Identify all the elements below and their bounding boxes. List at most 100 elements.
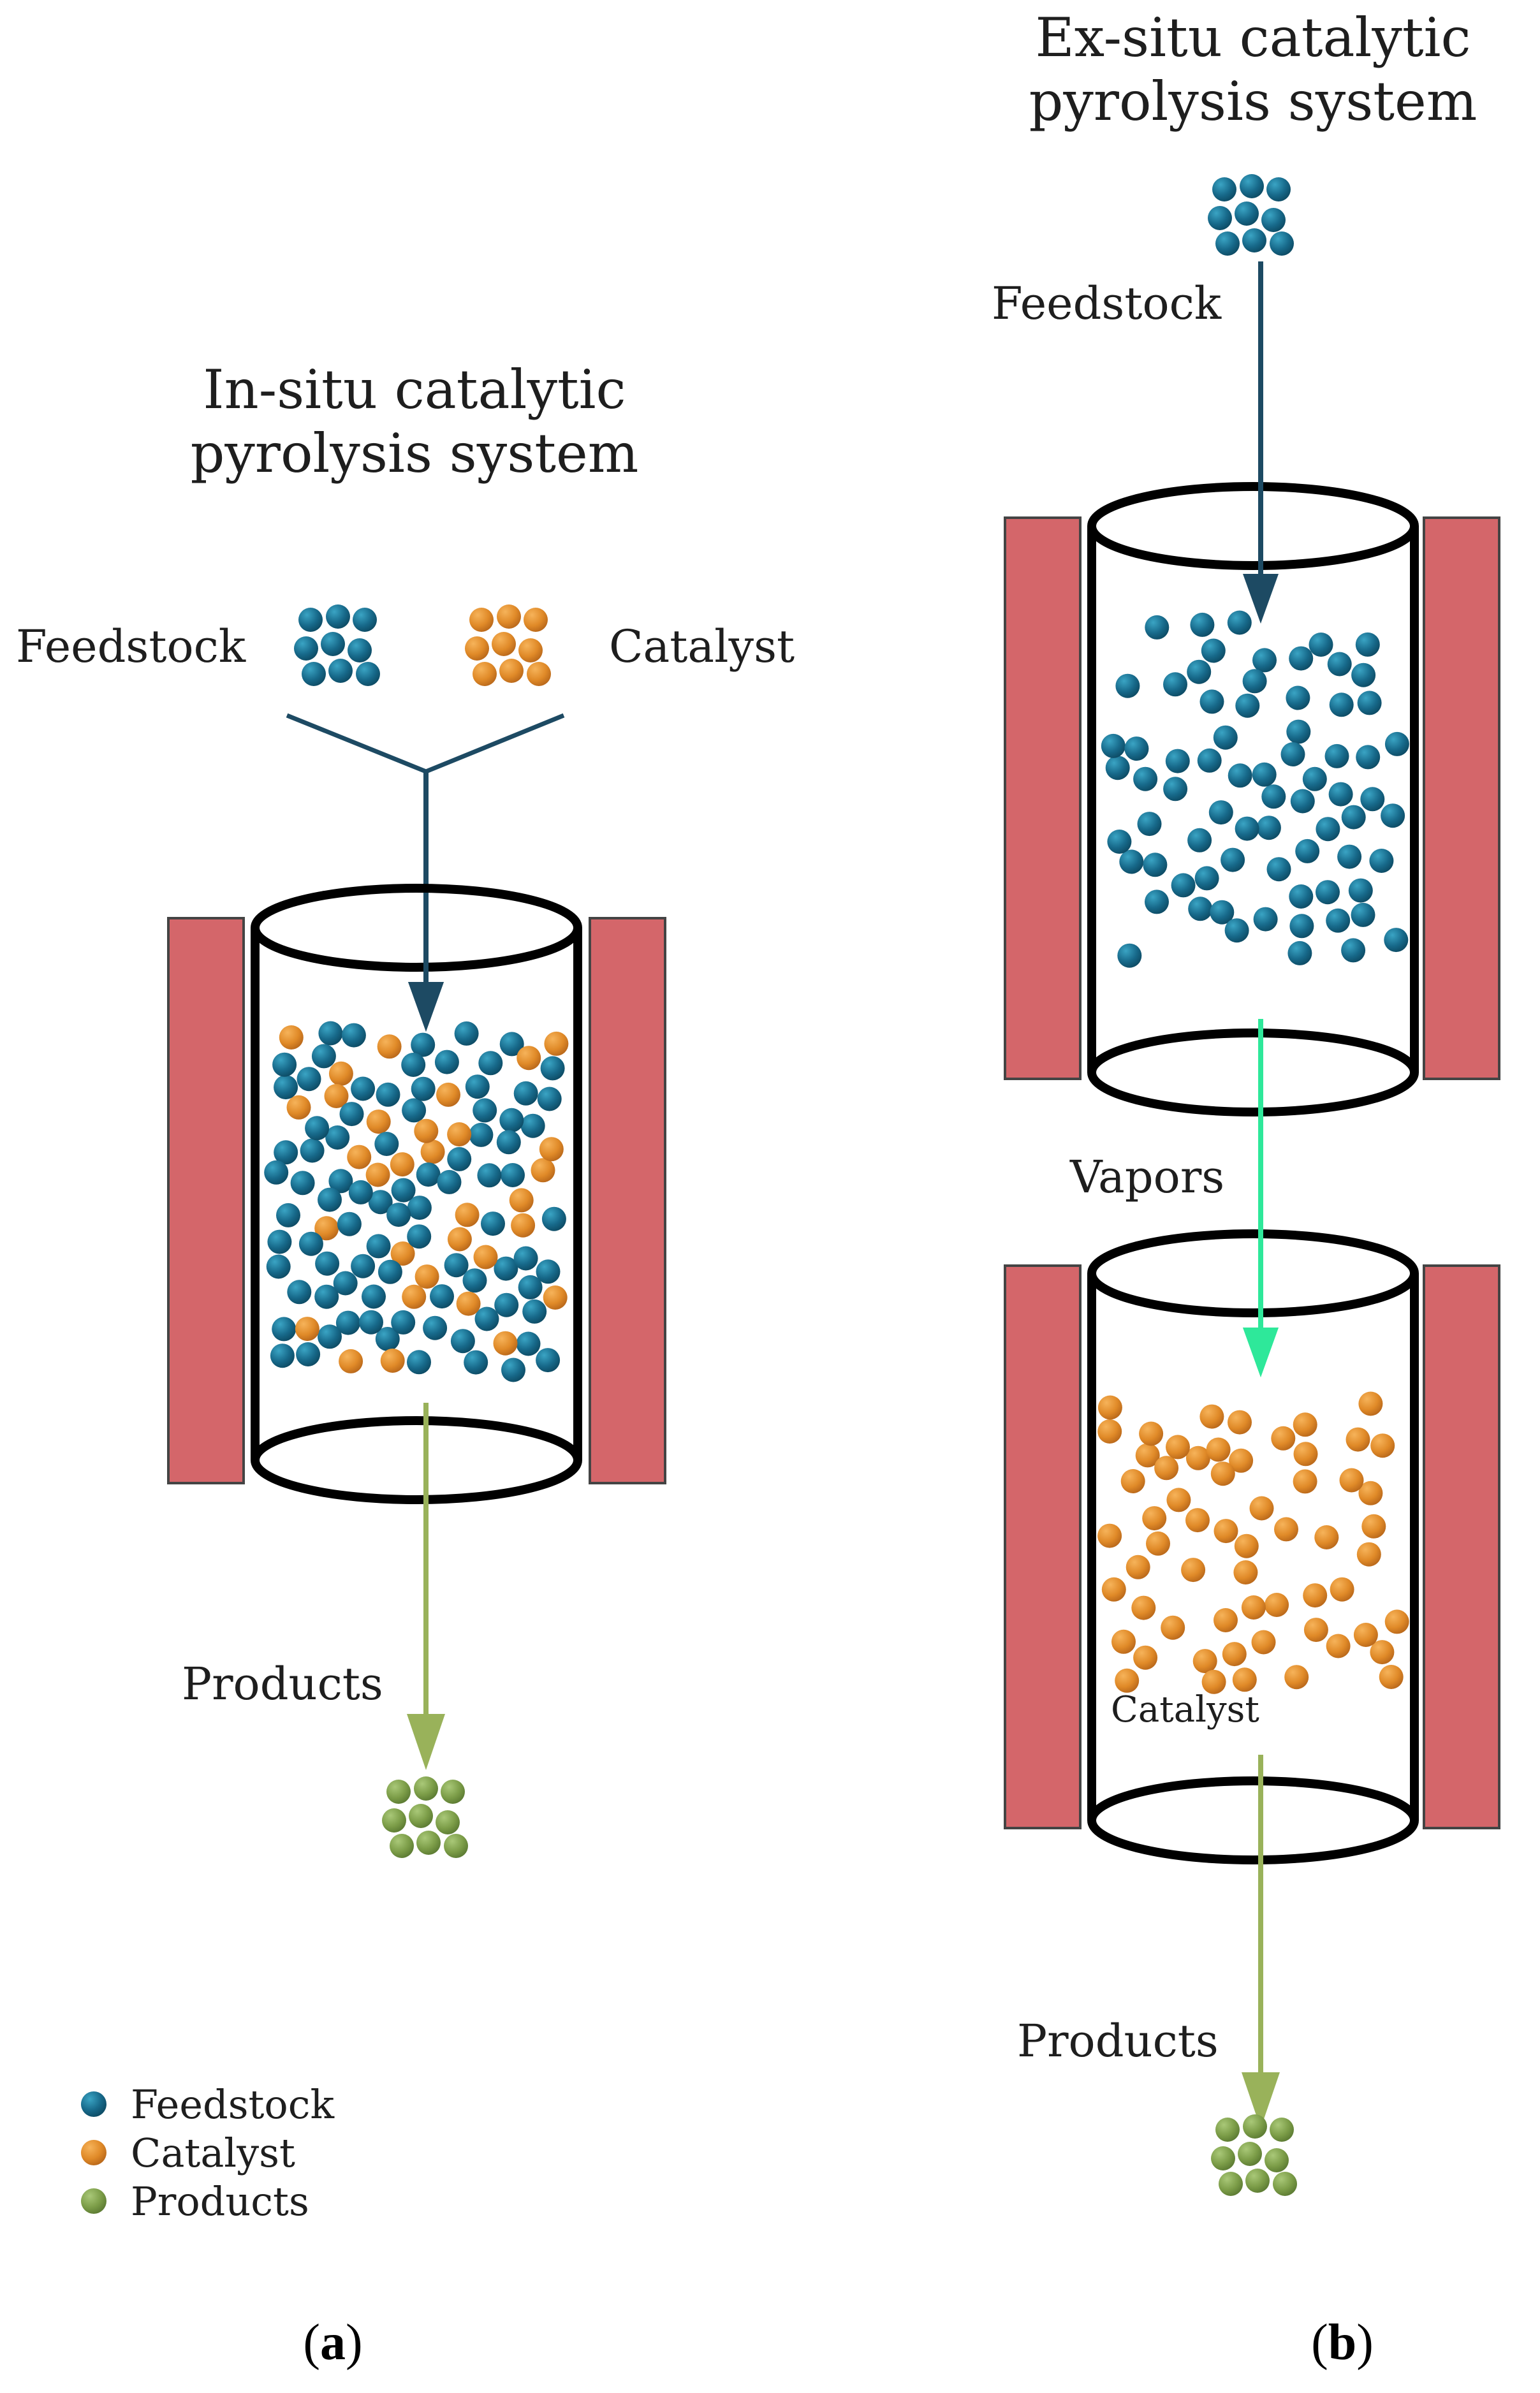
feedstock-particle (1381, 803, 1405, 828)
feedstock-particle (1235, 201, 1259, 226)
feed-arrow-b-head (1243, 574, 1279, 624)
feedstock-particle (1289, 914, 1314, 939)
feedstock-particle (501, 1357, 525, 1382)
panel-a-tag: (a) (303, 2315, 362, 2371)
catalyst-particle (1126, 1555, 1150, 1579)
feedstock-particle (315, 1251, 340, 1276)
feedstock-particle (328, 659, 353, 683)
catalyst-particle (1192, 1649, 1217, 1674)
feedstock-particle (378, 1259, 402, 1284)
catalyst-particle (1166, 1488, 1191, 1512)
catalyst-particle (1284, 1665, 1309, 1690)
catalyst-particle (1111, 1629, 1136, 1654)
feedstock-particle (1289, 884, 1314, 909)
feedstock-particle (499, 1108, 524, 1132)
feedstock-particle (1197, 748, 1222, 773)
feedstock-particle (423, 1315, 448, 1340)
catalyst-particle (1133, 1645, 1158, 1670)
catalyst-particle (436, 1082, 460, 1107)
feedstock-particle (1328, 782, 1353, 807)
catalyst-particle (1135, 1443, 1160, 1468)
catalyst-particle (1358, 1481, 1383, 1505)
product-particle (1211, 2146, 1235, 2170)
feedstock-particle (1302, 766, 1327, 791)
feedstock-particle (300, 1138, 325, 1163)
feedstock-cluster-b (1208, 174, 1294, 256)
feedstock-particle (518, 1275, 543, 1299)
feedstock-particle (1224, 918, 1249, 943)
feed-merge-line (286, 713, 565, 774)
feedstock-particle (447, 1146, 472, 1171)
feedstock-particle (1242, 228, 1266, 252)
catalyst-particle (511, 1213, 536, 1238)
catalyst-particle (1142, 1506, 1167, 1531)
panel-b-feedstock-label: Feedstock (992, 277, 1222, 330)
product-particle (1219, 2172, 1243, 2196)
catalyst-particle (455, 1203, 480, 1227)
feedstock-particle (1348, 878, 1373, 903)
catalyst-particle (1146, 1531, 1170, 1556)
feedstock-particle (1124, 736, 1149, 761)
catalyst-particle (1379, 1665, 1404, 1689)
catalyst-particle (497, 604, 521, 629)
feedstock-particle (494, 1256, 518, 1281)
pyrolysis-reactor-b (1087, 482, 1419, 1116)
panel-b: Ex-situ catalytic pyrolysis system Feeds… (992, 6, 1500, 2371)
feedstock-particle (290, 1171, 315, 1196)
catalyst-particle (1353, 1623, 1378, 1647)
catalyst-particle (499, 659, 524, 683)
catalyst-particle (1303, 1583, 1328, 1608)
catalyst-particle (1214, 1608, 1238, 1632)
feedstock-particle (298, 1231, 323, 1256)
catalyst-particle (1229, 1448, 1254, 1473)
catalytic-reactor-particles (1097, 1391, 1409, 1694)
catalyst-particle (1326, 1634, 1351, 1658)
feedstock-particle (366, 1234, 391, 1259)
feedstock-particle (359, 1310, 383, 1335)
catalyst-particle (1139, 1421, 1164, 1446)
feedstock-particle (520, 1113, 545, 1138)
feedstock-particle (1253, 907, 1278, 932)
reactor-a-particles (264, 1021, 569, 1382)
catalyst-particle (447, 1122, 472, 1146)
feedstock-particle (321, 632, 345, 656)
feedstock-particle (1295, 838, 1320, 863)
feedstock-particle (274, 1140, 298, 1165)
feedstock-particle (1194, 866, 1219, 891)
feedstock-particle (496, 1130, 521, 1155)
feedstock-particle (1351, 902, 1375, 927)
feedstock-particle (1215, 231, 1240, 256)
feedstock-particle (1326, 908, 1351, 933)
catalyst-particle (1199, 1404, 1224, 1429)
catalyst-particle (1154, 1456, 1179, 1481)
feedstock-particle (318, 1021, 343, 1046)
products-cluster (382, 1776, 468, 1858)
feedstock-particle (1201, 638, 1226, 663)
feedstock-particle (1280, 742, 1305, 766)
product-particle (1265, 2148, 1289, 2172)
feedstock-particle (1286, 719, 1311, 744)
catalyst-particle (1251, 1630, 1276, 1655)
feedstock-particle (272, 1052, 297, 1077)
feedstock-particle (1270, 231, 1294, 256)
catalyst-particle (279, 1025, 304, 1050)
feedstock-particle (1187, 659, 1212, 684)
feedstock-particle (1290, 789, 1315, 814)
catalyst-particle (524, 608, 548, 632)
product-particle (441, 1780, 465, 1804)
feedstock-particle (1369, 849, 1394, 873)
feedstock-particle (416, 1162, 441, 1187)
feedstock-particle (276, 1203, 300, 1227)
catalyst-particle (390, 1152, 414, 1177)
feedstock-particle (437, 1169, 462, 1194)
catalyst-particle (518, 638, 543, 662)
catalyst-particle (1185, 1445, 1210, 1470)
feedstock-particle (1163, 672, 1187, 697)
legend-products-dot (81, 2188, 106, 2214)
legend-catalyst-dot (81, 2140, 106, 2165)
feedstock-particle (454, 1021, 479, 1046)
catalyst-particle (414, 1118, 439, 1143)
feedstock-particle (351, 1076, 376, 1101)
catalyst-particle (1249, 1496, 1274, 1521)
